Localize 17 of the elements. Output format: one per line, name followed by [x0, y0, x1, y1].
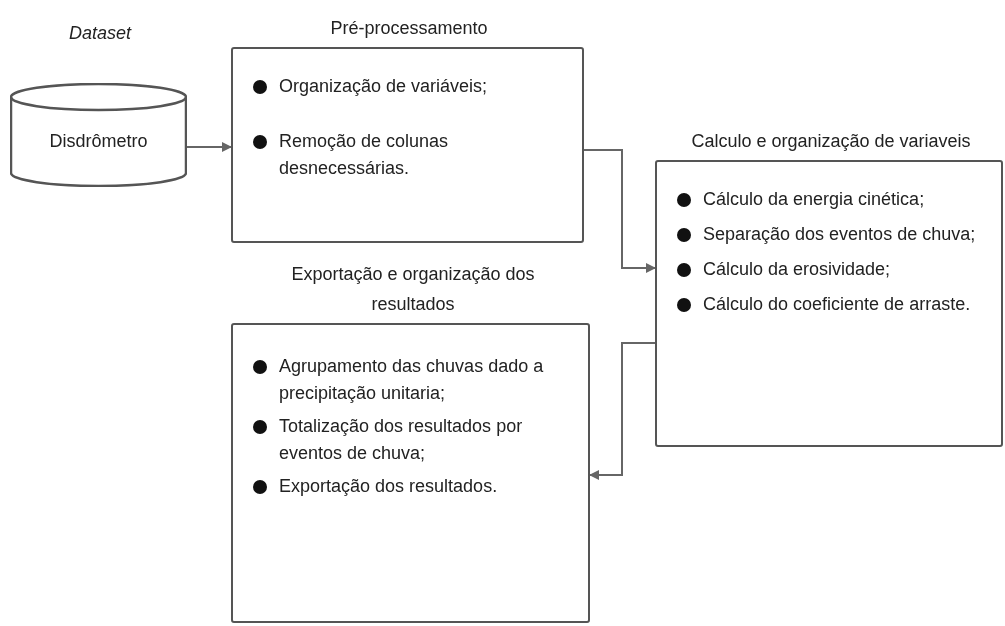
box-heading: Pré-processamento	[329, 17, 489, 40]
box-heading: Exportação e organização dos resultados	[290, 263, 536, 316]
bullet-text: Cálculo da erosividade;	[703, 258, 891, 281]
bullet-text: Organização de variáveis;	[279, 75, 488, 98]
bullet-text: Agrupamento das chuvas dado a precipitação unitaria;	[279, 355, 545, 405]
arrow	[589, 342, 656, 480]
bullet-text: Cálculo do coeficiente de arraste.	[703, 293, 971, 316]
bullet-text: Cálculo da energia cinética;	[703, 188, 925, 211]
bullet-text: Exportação dos resultados.	[279, 475, 498, 498]
box-heading: Calculo e organização de variaveis	[690, 130, 972, 153]
dataset-heading: Dataset	[67, 22, 133, 45]
node-label: Disdrômetro	[49, 129, 148, 153]
bullet-text: Remoção de colunas desnecessárias.	[279, 130, 450, 180]
bullet-text: Separação dos eventos de chuva;	[703, 223, 976, 246]
bullet-text: Totalização dos resultados por eventos de chuva;	[279, 415, 524, 465]
arrow	[186, 142, 232, 152]
arrow	[583, 149, 656, 273]
